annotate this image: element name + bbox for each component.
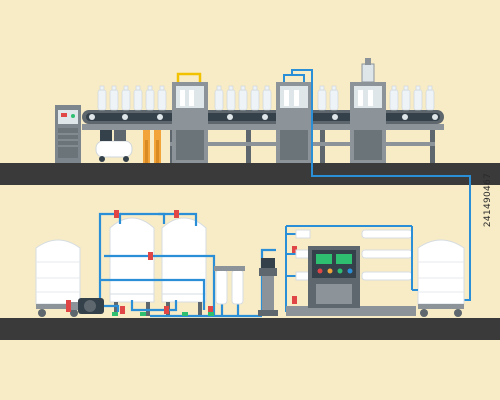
pure-water-tank xyxy=(412,239,465,317)
connecting-pipe xyxy=(291,69,471,301)
high-pressure-pump xyxy=(258,258,278,316)
ro-membranes xyxy=(285,225,416,316)
filter-pipes xyxy=(98,212,276,318)
precision-filters xyxy=(214,266,245,305)
valves xyxy=(114,210,297,314)
raw-water-tank xyxy=(35,239,81,317)
control-cabinet xyxy=(55,105,81,163)
booster-pump xyxy=(66,298,104,314)
capping-machine xyxy=(350,58,386,163)
rinsing-machine xyxy=(172,72,208,163)
carbon-filter-tank xyxy=(161,217,207,316)
pipe-feet xyxy=(112,312,214,316)
air-compressor xyxy=(95,121,133,162)
control-panel xyxy=(308,246,360,308)
watermark-id-text: 241490467 xyxy=(483,172,493,228)
bottle-row xyxy=(97,85,435,111)
upper-floor xyxy=(0,163,500,185)
filling-machine xyxy=(276,74,312,163)
lower-floor xyxy=(0,318,500,340)
